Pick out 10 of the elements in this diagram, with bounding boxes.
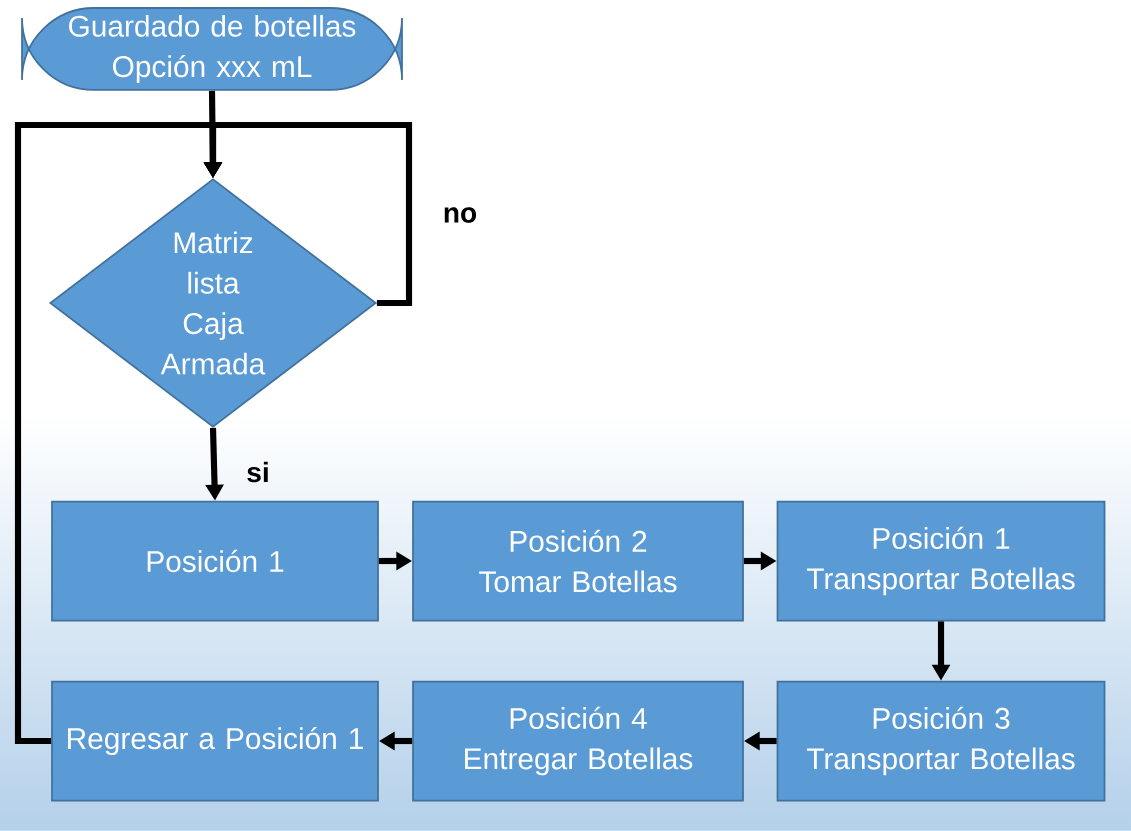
process-box: Posición 1 (51, 500, 379, 622)
process-box: Posición 3 Transportar Botellas (776, 680, 1106, 802)
process-box: Posición 1 Transportar Botellas (776, 500, 1106, 622)
start-terminal: Guardado de botellas Opción xxx mL (21, 7, 403, 91)
process-box: Posición 2 Tomar Botellas (412, 500, 744, 622)
edge-label: no (444, 207, 477, 223)
process-box: Posición 4 Entregar Botellas (412, 680, 744, 802)
edge-label: si (247, 461, 268, 483)
arrow (14, 121, 223, 745)
process-box: Regresar a Posición 1 (51, 680, 379, 802)
